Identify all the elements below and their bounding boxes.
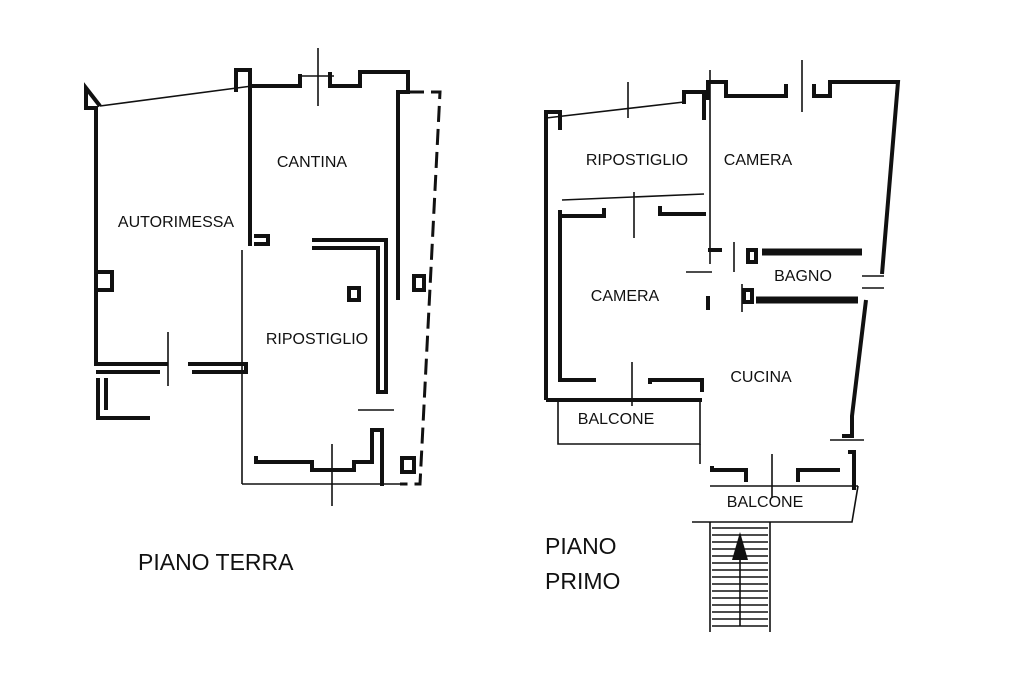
ground-floor-labels: AUTORIMESSA CANTINA RIPOSTIGLIO PIANO TE… — [118, 154, 368, 575]
room-label-cantina: CANTINA — [277, 154, 348, 171]
room-label-autorimessa: AUTORIMESSA — [118, 214, 235, 231]
staircase — [709, 522, 771, 632]
room-label-camera-left: CAMERA — [591, 288, 660, 305]
left-wing-walls — [544, 82, 706, 464]
room-label-ripostiglio-first: RIPOSTIGLIO — [586, 152, 688, 169]
room-label-ripostiglio-ground: RIPOSTIGLIO — [266, 331, 368, 348]
garage-walls — [84, 82, 253, 420]
first-floor-labels: RIPOSTIGLIO CAMERA CAMERA BAGNO CUCINA B… — [545, 152, 832, 594]
room-label-camera-right: CAMERA — [724, 152, 793, 169]
room-label-balcone-right: BALCONE — [727, 494, 803, 511]
ground-floor-title: PIANO TERRA — [138, 549, 294, 575]
first-floor-title-line2: PRIMO — [545, 568, 620, 594]
room-label-balcone-left: BALCONE — [578, 411, 654, 428]
first-floor-plan — [544, 60, 901, 632]
ground-floor-plan — [84, 48, 442, 506]
right-wing-walls — [686, 60, 901, 523]
room-label-cucina: CUCINA — [730, 369, 792, 386]
first-floor-title-line1: PIANO — [545, 533, 617, 559]
cellar-storage-walls — [234, 48, 442, 506]
room-label-bagno: BAGNO — [774, 268, 832, 285]
